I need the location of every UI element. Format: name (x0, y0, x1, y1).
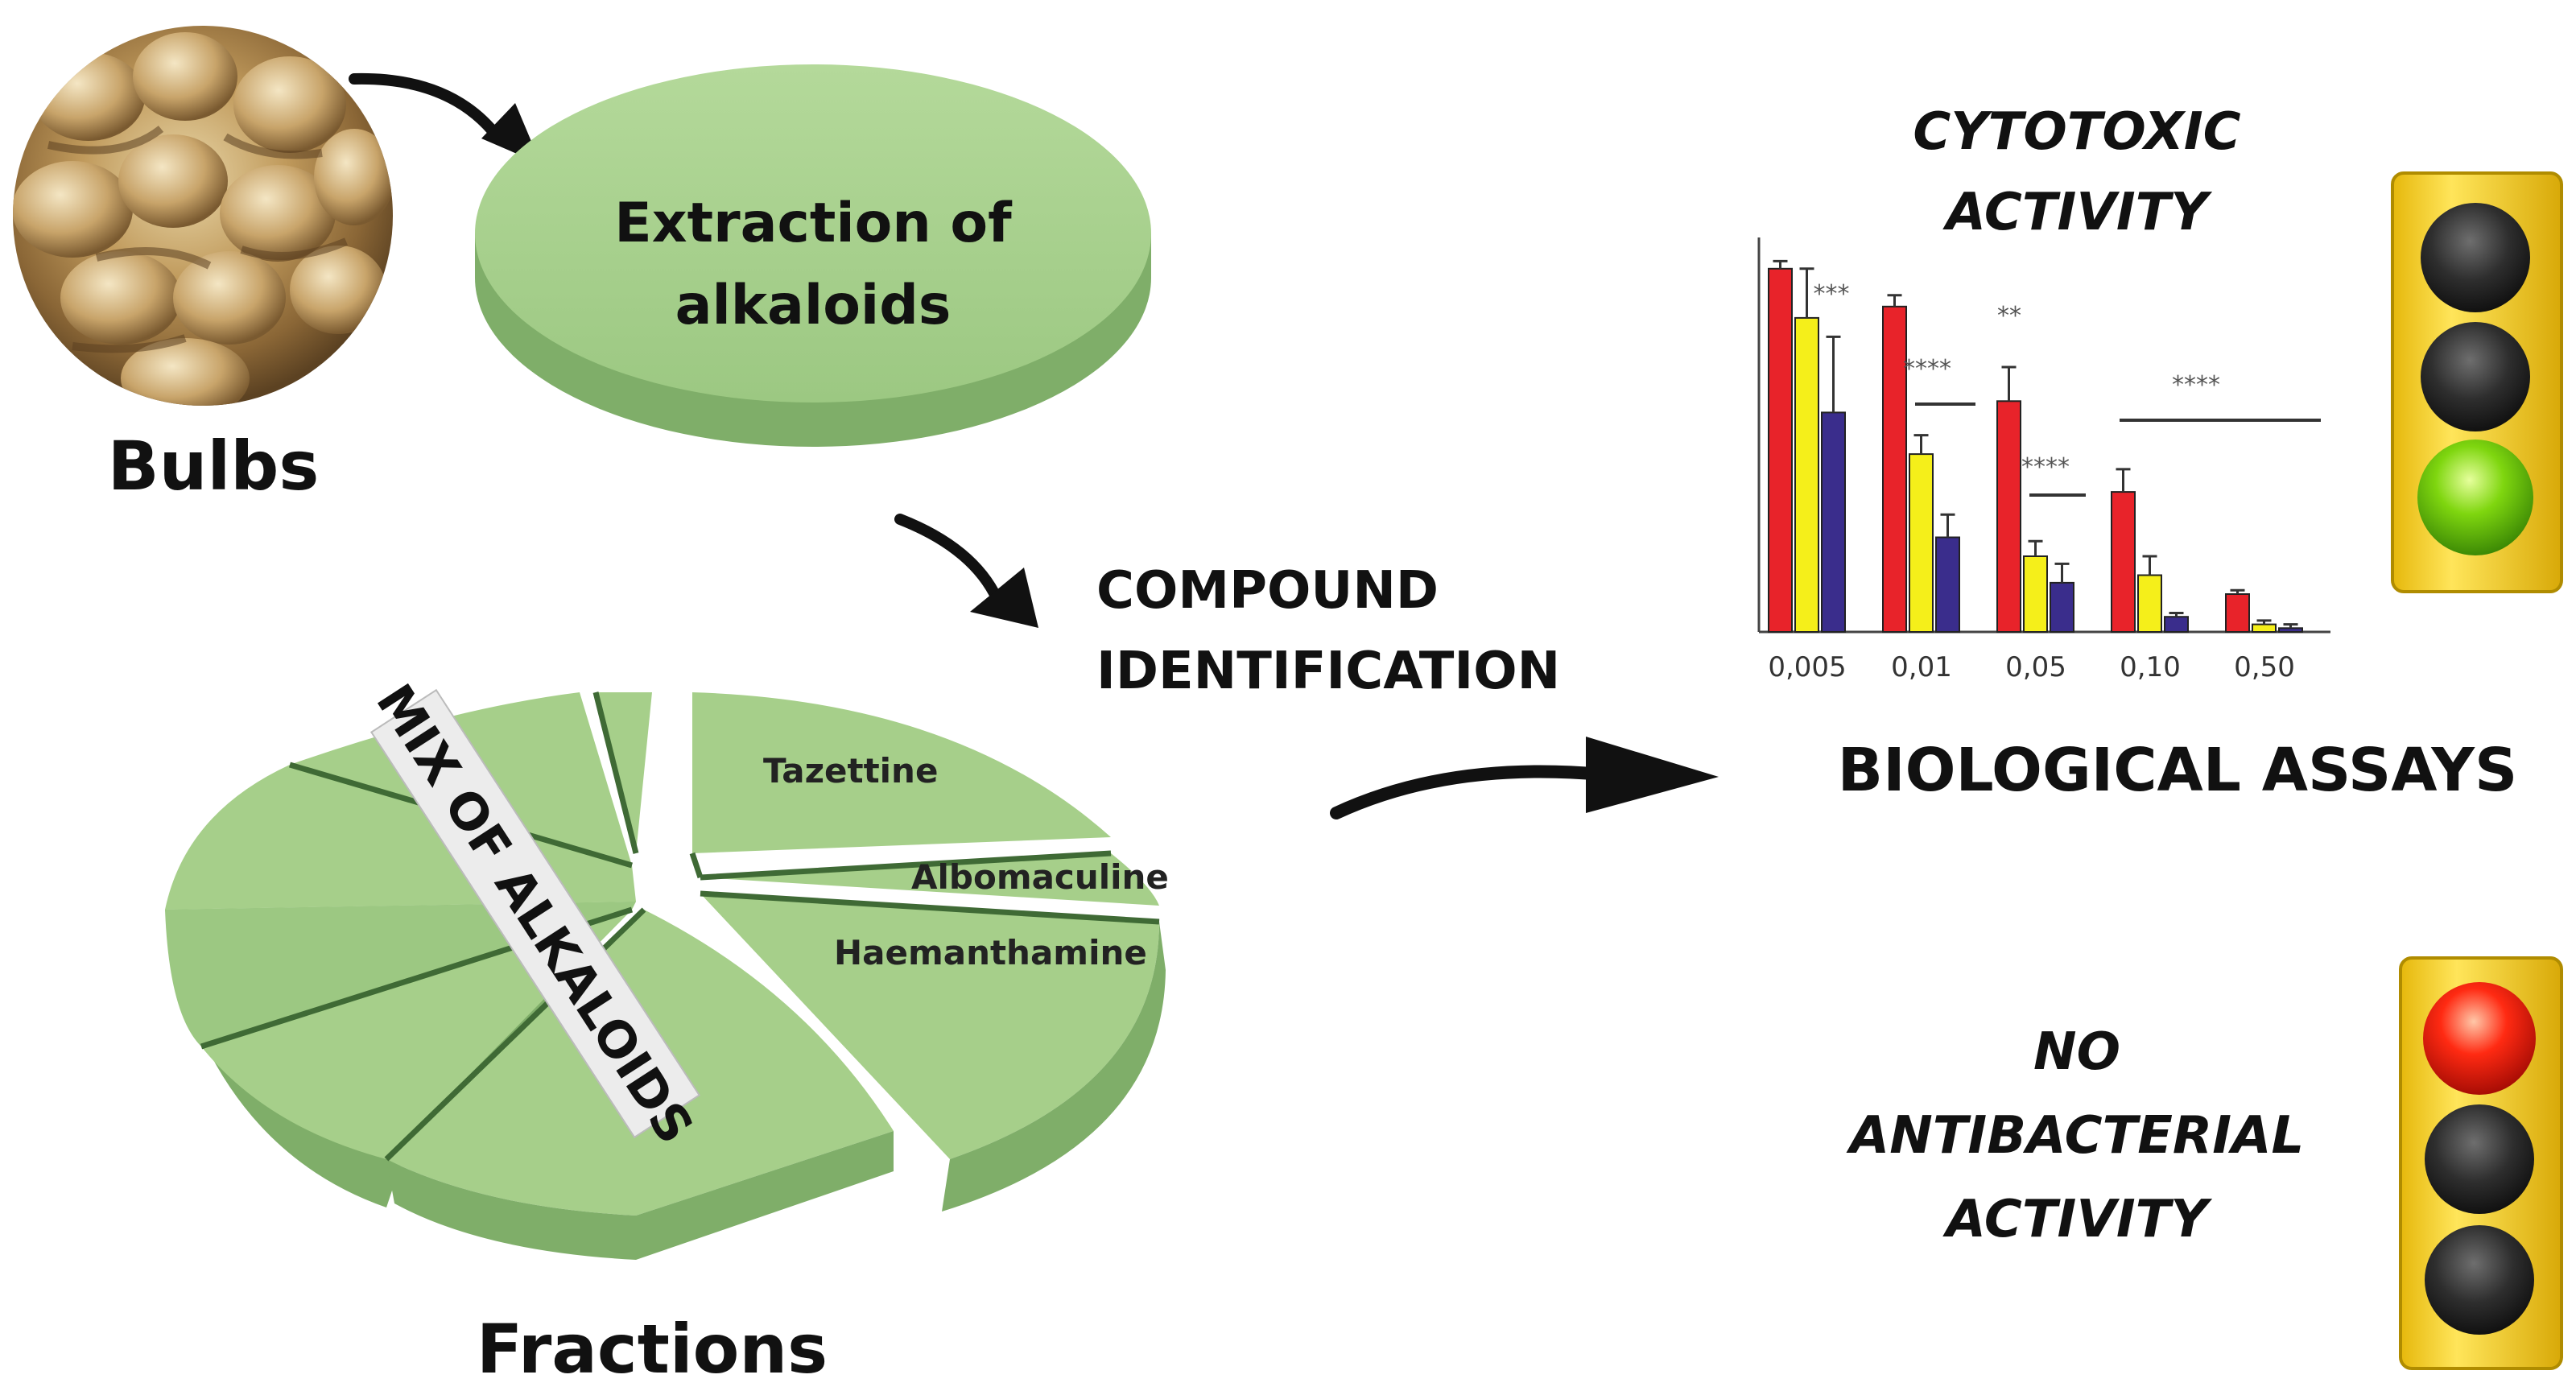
biological-assays-label: BIOLOGICAL ASSAYS (1838, 736, 2518, 805)
pie-label-haemanthamine: Haemanthamine (834, 933, 1147, 972)
x-tick-label: 0,01 (1891, 651, 1952, 683)
traffic-light-red-top-on (2423, 982, 2536, 1095)
compound-identification-line2: IDENTIFICATION (1096, 642, 1560, 701)
arrow-to-biological-assays (1330, 737, 1719, 819)
traffic-light-red (2399, 956, 2563, 1370)
x-tick-label: 0,10 (2120, 651, 2181, 683)
no-antibacterial-line3: ACTIVITY (1942, 1190, 2212, 1249)
pie-slice-right-side (942, 922, 1166, 1212)
pie-label-tazettine: Tazettine (763, 751, 938, 791)
bar-s0-c3 (2111, 491, 2136, 633)
significance-marker: **** (1903, 355, 1951, 383)
bar-s2-c0 (1821, 411, 1846, 634)
pie-slice-mix-side (386, 1131, 894, 1260)
significance-marker: *** (1814, 280, 1850, 308)
arrow-extraction-to-fractions (894, 514, 1038, 628)
fractions-pie (165, 691, 1166, 1260)
significance-marker: **** (2172, 371, 2220, 399)
bar-s1-c2 (2023, 555, 2048, 633)
compound-identification-line1: COMPOUND (1096, 561, 1439, 621)
traffic-light-green-bottom-on (2417, 440, 2533, 555)
bulbs-photo (13, 26, 393, 406)
bar-s2-c3 (2164, 616, 2189, 634)
fractions-label: Fractions (477, 1310, 828, 1387)
significance-marker: ** (1997, 302, 2021, 330)
no-antibacterial-line2: ANTIBACTERIAL (1846, 1106, 2305, 1166)
bar-s0-c0 (1768, 267, 1793, 633)
bar-s0-c2 (1996, 400, 2021, 633)
x-tick-label: 0,05 (2005, 651, 2066, 683)
bar-s0-c4 (2225, 593, 2250, 633)
pie-slice-left-3 (201, 910, 632, 1159)
bar-s2-c4 (2278, 627, 2303, 633)
bar-s1-c0 (1794, 316, 1819, 633)
pie-slice-haemanthamine (700, 894, 1159, 1159)
bar-s0-c1 (1882, 305, 1907, 633)
traffic-light-red-bottom-off (2425, 1225, 2534, 1335)
onion-bulbs-texture (13, 32, 393, 406)
bar-s2-c2 (2050, 581, 2074, 634)
extraction-disk (475, 64, 1151, 447)
extraction-label-line1: Extraction of (614, 192, 1013, 255)
bar-s1-c4 (2252, 623, 2277, 633)
x-tick-label: 0,005 (1768, 651, 1846, 683)
pie-slice-tazettine (692, 692, 1111, 853)
significance-marker: **** (2021, 453, 2070, 481)
extraction-label-line2: alkaloids (675, 274, 952, 337)
x-tick-label: 0,50 (2234, 651, 2295, 683)
bar-s1-c3 (2137, 574, 2162, 633)
pie-slice-thin (596, 692, 652, 853)
arrow-bulbs-to-extraction (349, 72, 541, 164)
traffic-light-green-top-off (2421, 203, 2530, 312)
bulbs-label: Bulbs (108, 427, 320, 506)
traffic-light-red-middle-off (2425, 1104, 2534, 1214)
pie-label-albomaculine: Albomaculine (911, 857, 1169, 897)
traffic-light-green (2391, 171, 2563, 593)
no-antibacterial-line1: NO (2033, 1022, 2120, 1082)
bar-s1-c1 (1909, 453, 1934, 633)
cytotoxic-label-line1: CYTOTOXIC (1913, 102, 2240, 162)
cytotoxic-label-line2: ACTIVITY (1942, 183, 2212, 242)
pie-slice-albomaculine (700, 853, 1159, 906)
bar-s2-c1 (1935, 536, 1960, 633)
traffic-light-green-middle-off (2421, 322, 2530, 431)
